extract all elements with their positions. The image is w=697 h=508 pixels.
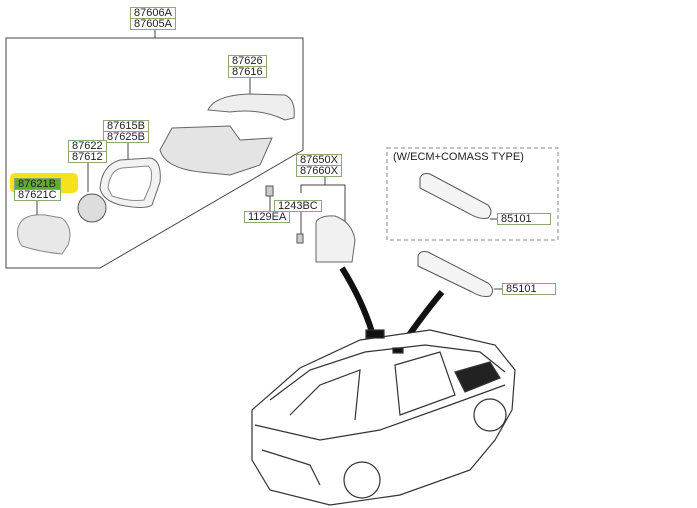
part-number[interactable]: 87621C bbox=[14, 190, 61, 201]
part-number-highlighted[interactable]: 87621B bbox=[14, 178, 61, 190]
part-number[interactable]: 87626 bbox=[228, 55, 267, 67]
part-number[interactable]: 87612 bbox=[68, 152, 107, 163]
label-85101-ecm[interactable]: 85101 bbox=[497, 213, 551, 225]
part-number[interactable]: 87605A bbox=[130, 19, 176, 30]
mirror-glass bbox=[17, 214, 71, 255]
part-number[interactable]: 85101 bbox=[497, 213, 551, 225]
ecm-box-title: (W/ECM+COMASS TYPE) bbox=[393, 151, 524, 163]
mirror-cover bbox=[207, 93, 295, 121]
label-87622[interactable]: 87622 87612 bbox=[68, 140, 107, 163]
label-87606A[interactable]: 87606A 87605A bbox=[130, 7, 176, 30]
part-number[interactable]: 87625B bbox=[103, 132, 149, 143]
label-85101[interactable]: 85101 bbox=[502, 283, 556, 295]
part-number[interactable]: 85101 bbox=[502, 283, 556, 295]
part-number[interactable]: 87660X bbox=[296, 166, 342, 177]
vehicle-illustration bbox=[251, 329, 516, 506]
label-1129EA[interactable]: 1129EA bbox=[244, 211, 291, 223]
part-number[interactable]: 87616 bbox=[228, 67, 267, 78]
assembly-boundary bbox=[5, 37, 304, 269]
ecm-mirror bbox=[419, 173, 492, 219]
label-87621B[interactable]: 87621B 87621C bbox=[14, 178, 61, 201]
inside-mirror bbox=[417, 251, 494, 297]
label-87626[interactable]: 87626 87616 bbox=[228, 55, 267, 78]
part-number[interactable]: 1243BC bbox=[274, 200, 322, 212]
part-number[interactable]: 1129EA bbox=[244, 211, 291, 223]
actuator bbox=[77, 193, 107, 223]
label-87615B[interactable]: 87615B 87625B bbox=[103, 120, 149, 143]
part-number[interactable]: 87622 bbox=[68, 140, 107, 152]
ecm-box bbox=[386, 147, 559, 241]
mirror-housing bbox=[159, 125, 273, 176]
part-number[interactable]: 87606A bbox=[130, 7, 176, 19]
inner-cover bbox=[315, 215, 356, 263]
label-1243BC[interactable]: 1243BC bbox=[274, 200, 322, 212]
part-number[interactable]: 87615B bbox=[103, 120, 149, 132]
label-87650X[interactable]: 87650X 87660X bbox=[296, 154, 342, 177]
part-number[interactable]: 87650X bbox=[296, 154, 342, 166]
